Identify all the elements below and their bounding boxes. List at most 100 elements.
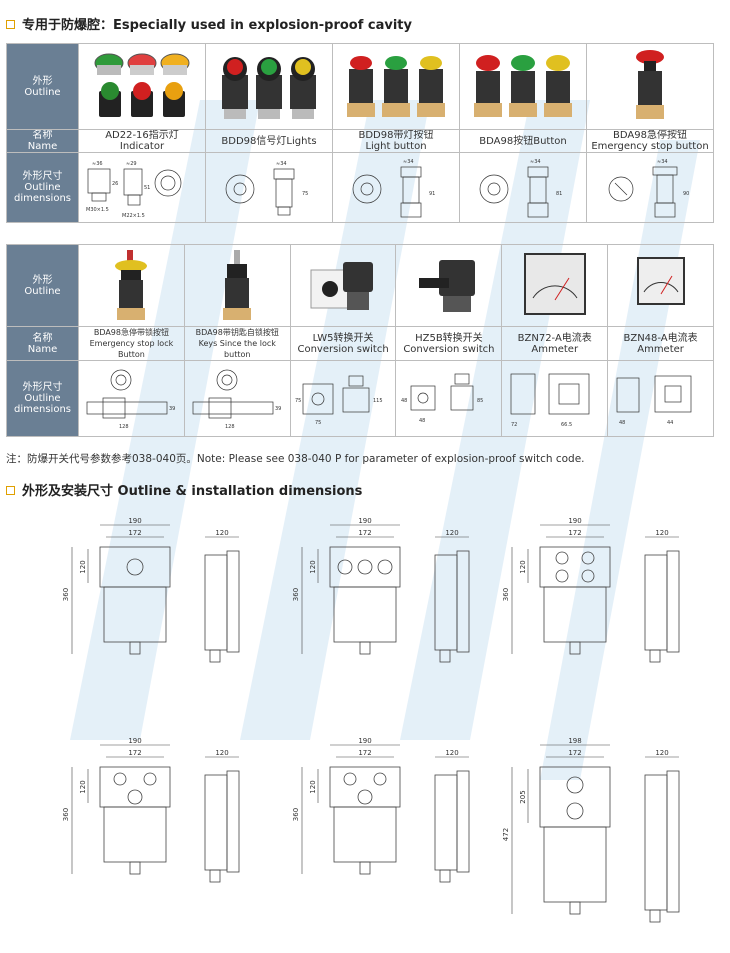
dimension-label: 172 <box>358 529 371 537</box>
dim-label: 66.5 <box>561 422 572 428</box>
product-photo-bzn72 <box>501 244 609 327</box>
product-photo-bda98-key <box>183 244 291 327</box>
dimension-label: 360 <box>502 588 510 601</box>
dimension-drawing-bda98-key: 128 39 <box>183 360 291 437</box>
dim-label: 85 <box>477 398 483 404</box>
dimension-label: 360 <box>292 588 300 601</box>
dimension-label: 120 <box>309 560 317 573</box>
dimension-label: 120 <box>519 560 527 573</box>
dimension-label: 360 <box>292 808 300 821</box>
dim-label: M30×1.5 <box>86 207 109 213</box>
dimension-label: 120 <box>309 780 317 793</box>
dim-label: 90 <box>683 191 689 197</box>
dimension-label: 190 <box>568 517 581 525</box>
dim-label: ≈34 <box>276 161 287 167</box>
dimension-drawing-bdd98-light-button: ≈34 91 <box>332 152 460 223</box>
dimension-label: 198 <box>568 737 581 745</box>
enclosure-drawing: 190 172 360 120 120 <box>292 737 470 883</box>
dimension-drawing-bda98: ≈34 81 <box>459 152 587 223</box>
dim-label: 81 <box>556 191 562 197</box>
product-photo-bdd98 <box>205 43 333 130</box>
dimension-label: 472 <box>502 828 510 841</box>
bullet-square-icon <box>6 486 15 495</box>
dim-label: ≈29 <box>126 161 137 167</box>
dimension-label: 190 <box>128 517 141 525</box>
section-title-cavity: 专用于防爆腔：Especially used in explosion-proo… <box>6 14 412 33</box>
product-photo-bda98 <box>459 43 587 130</box>
dimension-drawing-bdd98: ≈34 75 <box>205 152 333 223</box>
dim-label: ≈34 <box>657 159 668 165</box>
dim-label: 26 <box>112 181 118 187</box>
dimension-label: 360 <box>62 808 70 821</box>
product-photo-bda98-emergency <box>586 43 714 130</box>
product-photo-bzn48 <box>607 244 714 327</box>
dimension-label: 120 <box>655 529 668 537</box>
dimension-label: 172 <box>128 749 141 757</box>
dimension-label: 120 <box>215 749 228 757</box>
product-photo-hz5b <box>395 244 503 327</box>
enclosure-drawing: 190 172 360 120 120 <box>502 517 680 663</box>
dimension-label: 172 <box>568 749 581 757</box>
note-text: 注：防爆开关代号参数参考038-040页。Note: Please see 03… <box>6 453 585 465</box>
dimension-label: 172 <box>568 529 581 537</box>
dimension-drawing-bda98-emergency: ≈34 90 <box>586 152 714 223</box>
dim-label: ≈34 <box>403 159 414 165</box>
dim-label: 39 <box>275 406 281 412</box>
dimension-label: 172 <box>358 749 371 757</box>
dimension-label: 120 <box>655 749 668 757</box>
dim-label: 72 <box>511 422 517 428</box>
product-photo-ad22 <box>78 43 206 130</box>
dim-label: ≈36 <box>92 161 103 167</box>
dim-label: 44 <box>667 420 673 426</box>
dim-label: 48 <box>401 398 407 404</box>
dimension-label: 120 <box>79 560 87 573</box>
dimension-label: 190 <box>358 517 371 525</box>
dimension-drawing-bzn72: 72 66.5 <box>501 360 609 437</box>
dim-label: ≈34 <box>530 159 541 165</box>
section-title-installation: 外形及安装尺寸 Outline & installation dimension… <box>6 480 362 499</box>
product-photo-lw5 <box>289 244 397 327</box>
enclosure-drawing: 190 172 360 120 120 <box>292 517 470 663</box>
dim-label: 51 <box>144 185 150 191</box>
dim-label: 128 <box>119 424 129 430</box>
dimension-drawing-ad22: ≈36 ≈29 M30×1.5 M22×1.5 26 51 <box>78 152 206 223</box>
dimension-label: 120 <box>445 749 458 757</box>
dim-label: 91 <box>429 191 435 197</box>
dim-label: 39 <box>169 406 175 412</box>
dimension-label: 120 <box>445 529 458 537</box>
dimension-drawing-bzn48: 48 44 <box>607 360 714 437</box>
dim-label: 128 <box>225 424 235 430</box>
product-photo-bdd98-light-button <box>332 43 460 130</box>
dimension-drawing-bda98-lock: 128 39 <box>78 360 185 437</box>
dim-label: M22×1.5 <box>122 213 145 219</box>
dimension-label: 172 <box>128 529 141 537</box>
dim-label: 48 <box>619 420 625 426</box>
dim-label: 75 <box>302 191 308 197</box>
item-name-bdd98: BDD98信号灯Lights <box>205 129 333 153</box>
dim-label: 75 <box>315 420 321 426</box>
dimension-label: 190 <box>358 737 371 745</box>
dimension-label: 120 <box>79 780 87 793</box>
dimension-label: 360 <box>62 588 70 601</box>
